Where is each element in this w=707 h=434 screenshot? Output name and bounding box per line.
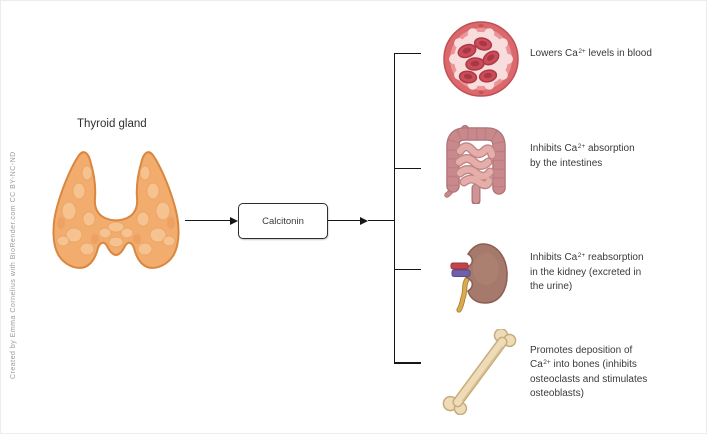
calcitonin-label: Calcitonin bbox=[262, 215, 304, 227]
effect-text-line: Lowers Ca2+ levels in blood bbox=[530, 47, 652, 60]
arrowhead-into-calcitonin bbox=[230, 216, 238, 225]
effect-text-line: the urine) bbox=[530, 281, 573, 292]
effect-text-kidney: Inhibits Ca2+ reabsorption in the kidney … bbox=[530, 251, 644, 294]
effect-text-line: osteoclasts and stimulates bbox=[530, 374, 648, 385]
effect-text-line: by the intestines bbox=[530, 158, 603, 169]
bracket-branch-kidney bbox=[394, 268, 421, 270]
connector-calcitonin-to-bracket bbox=[328, 220, 362, 222]
bracket-branch-bone bbox=[394, 362, 421, 364]
effect-text-blood: Lowers Ca2+ levels in blood bbox=[530, 47, 652, 62]
effect-text-line: Inhibits Ca2+ absorption bbox=[530, 142, 635, 155]
arrowhead-into-bracket bbox=[360, 216, 368, 225]
effect-text-line: Promotes deposition of bbox=[530, 345, 633, 356]
intestines-icon bbox=[444, 124, 506, 204]
effect-text-intestines: Inhibits Ca2+ absorption by the intestine… bbox=[530, 142, 635, 171]
thyroid-gland-icon bbox=[52, 151, 180, 269]
bracket-branch-intestines bbox=[394, 167, 421, 169]
kidney-icon bbox=[450, 243, 508, 313]
bracket-vertical-line bbox=[393, 52, 396, 364]
credit-text: Created by Emma Cornelius with BioRender… bbox=[10, 151, 17, 379]
bone-icon bbox=[442, 329, 517, 415]
effect-text-line: osteoblasts) bbox=[530, 388, 584, 399]
calcitonin-box: Calcitonin bbox=[238, 203, 328, 239]
effect-text-bones: Promotes deposition of Ca2+ into bones (i… bbox=[530, 344, 647, 401]
bracket-stub bbox=[368, 220, 395, 222]
effect-text-line: Inhibits Ca2+ reabsorption bbox=[530, 251, 644, 264]
effect-text-line: Ca2+ into bones (inhibits bbox=[530, 358, 637, 371]
blood-vessel-icon bbox=[443, 21, 519, 97]
bracket-branch-blood bbox=[394, 52, 421, 54]
connector-thyroid-to-calcitonin bbox=[185, 220, 231, 222]
thyroid-gland-label: Thyroid gland bbox=[77, 118, 147, 130]
effect-text-line: in the kidney (excreted in bbox=[530, 267, 642, 278]
